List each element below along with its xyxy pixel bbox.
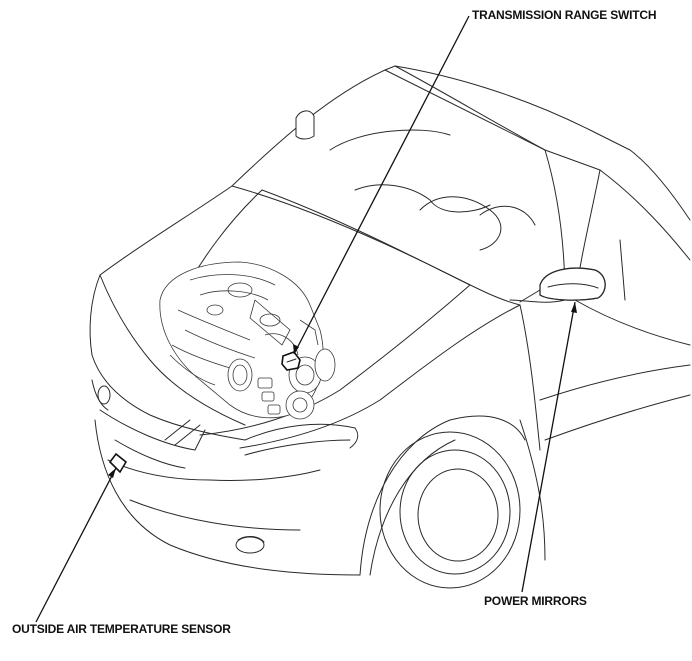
outside-air-temperature-sensor-part: [108, 452, 128, 474]
arrowhead-oat: [108, 468, 116, 478]
leader-line-oat: [35, 467, 117, 623]
callout-transmission-range-switch: TRANSMISSION RANGE SWITCH: [472, 8, 657, 22]
arrowhead-pm: [571, 302, 577, 313]
callout-outside-air-temperature-sensor: OUTSIDE AIR TEMPERATURE SENSOR: [12, 622, 231, 636]
power-mirror-highlight: [539, 267, 606, 301]
callout-power-mirrors: POWER MIRRORS: [484, 594, 587, 608]
leader-line-trs: [293, 15, 470, 355]
leader-line-pm: [521, 301, 576, 593]
car-body-outline: [89, 65, 691, 589]
engine-illustration: [159, 261, 336, 420]
arrowhead-trs: [293, 344, 299, 354]
